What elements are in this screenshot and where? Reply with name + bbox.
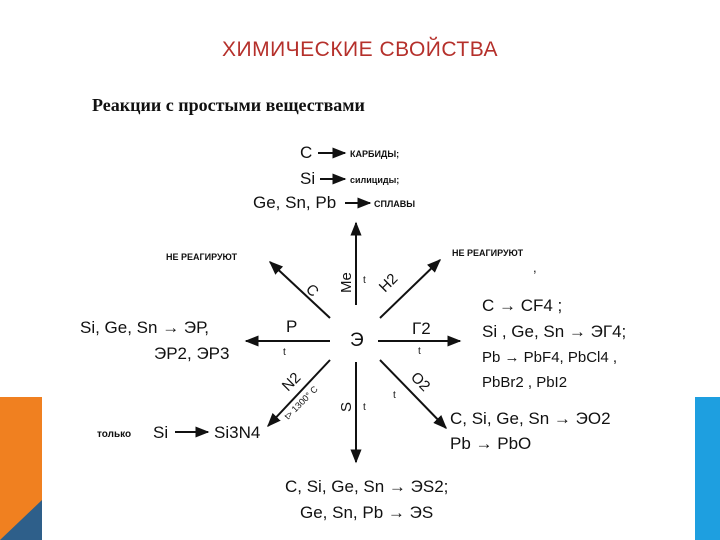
label-me-t: t bbox=[363, 275, 366, 286]
bottom-right-line2: Pb → PbO bbox=[450, 434, 531, 453]
label-me: Me bbox=[338, 272, 355, 293]
label-s: S bbox=[338, 402, 355, 412]
label-o2-t: t bbox=[393, 390, 396, 401]
left-block-line2: ЭР2, ЭР3 bbox=[154, 344, 229, 363]
top-si-label: Si bbox=[300, 169, 315, 188]
label-h2: H2 bbox=[376, 270, 402, 296]
ray-upleft-c bbox=[268, 261, 331, 319]
right-block-line1: C → CF4 ; bbox=[482, 296, 562, 315]
left-block-line1: Si, Ge, Sn → ЭР, bbox=[80, 318, 209, 337]
bottom-left-only: только bbox=[97, 429, 131, 440]
bottom-right-line1: C, Si, Ge, Sn → ЭО2 bbox=[450, 409, 611, 428]
label-halogen-t: t bbox=[418, 346, 421, 357]
no-react-left: НЕ РЕАГИРУЮТ bbox=[166, 252, 238, 262]
label-halogen: Г2 bbox=[412, 319, 431, 338]
slide-title: ХИМИЧЕСКИЕ СВОЙСТВА bbox=[221, 38, 499, 61]
right-block-line2: Si , Ge, Sn → ЭГ4; bbox=[482, 322, 626, 341]
label-s-t: t bbox=[363, 402, 366, 413]
right-block-line4: PbBr2 , PbI2 bbox=[482, 374, 567, 391]
stray-mark: , bbox=[533, 260, 537, 275]
ray-downleft-n2 bbox=[267, 359, 331, 428]
top-alloys: СПЛАВЫ bbox=[374, 199, 415, 209]
rays bbox=[244, 221, 462, 464]
label-p: P bbox=[286, 317, 297, 336]
top-silicides: силициды; bbox=[350, 175, 399, 185]
decor-blue-corner bbox=[0, 500, 42, 540]
top-carbides: КАРБИДЫ; bbox=[350, 149, 399, 159]
bottom-left-si: Si bbox=[153, 423, 168, 442]
bottom-block-line1: C, Si, Ge, Sn → ЭS2; bbox=[285, 477, 448, 496]
top-gesnpb-label: Ge, Sn, Pb bbox=[253, 193, 336, 212]
no-react-right: НЕ РЕАГИРУЮТ bbox=[452, 248, 524, 258]
decor-blue-bar bbox=[695, 397, 720, 540]
section-heading: Реакции с простыми веществами bbox=[92, 95, 365, 115]
ray-downright-o2 bbox=[379, 359, 447, 430]
top-block: C КАРБИДЫ; Si силициды; Ge, Sn, Pb СПЛАВ… bbox=[253, 143, 415, 212]
right-block-line3: Pb → PbF4, PbCl4 , bbox=[482, 349, 617, 366]
bottom-left-product: Si3N4 bbox=[214, 423, 260, 442]
bottom-block-line2: Ge, Sn, Pb → ЭS bbox=[300, 503, 433, 522]
center-element: Э bbox=[350, 330, 364, 351]
ray-upright-h2 bbox=[379, 259, 442, 319]
label-p-t: t bbox=[283, 347, 286, 358]
label-c: C bbox=[302, 281, 322, 301]
top-c-label: C bbox=[300, 143, 312, 162]
